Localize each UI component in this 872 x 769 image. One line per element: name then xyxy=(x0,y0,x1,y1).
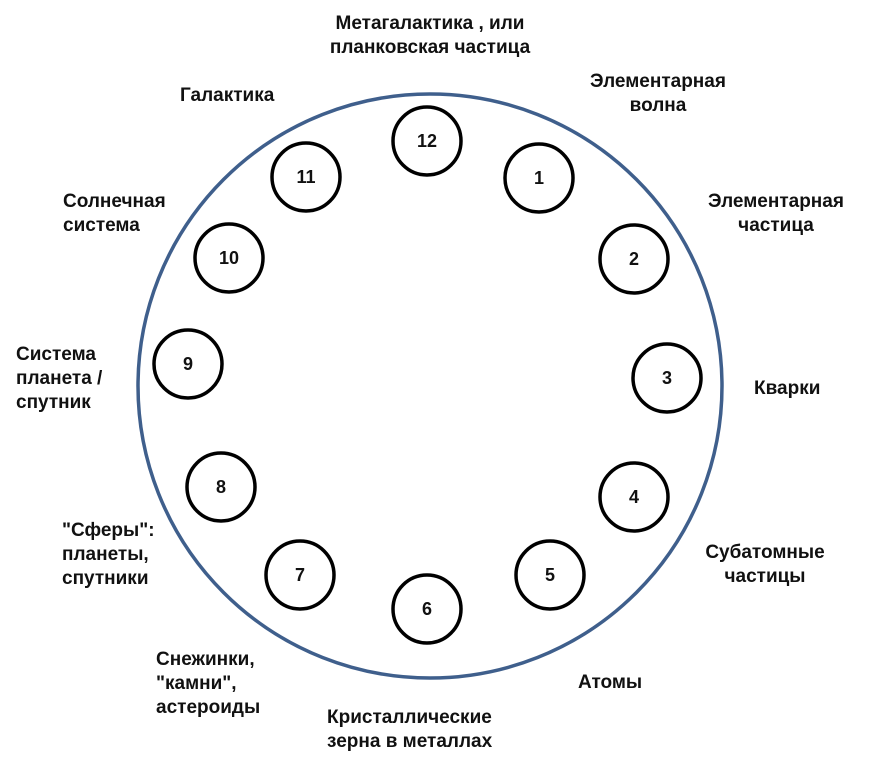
node-11-circle xyxy=(270,141,342,213)
caption-12: Метагалактика , или планковская частица xyxy=(329,13,531,58)
node-1-circle xyxy=(503,142,575,214)
node-12: 12 xyxy=(391,105,463,177)
node-7-number: 7 xyxy=(295,565,305,585)
node-6-number: 6 xyxy=(422,599,432,619)
node-7: 7 xyxy=(264,539,336,611)
node-2-number: 2 xyxy=(629,249,639,269)
outer-ring xyxy=(136,92,724,680)
node-7-circle xyxy=(264,539,336,611)
caption-11: Галактика xyxy=(180,85,275,106)
node-1: 1 xyxy=(503,142,575,214)
node-3-number: 3 xyxy=(662,368,672,388)
node-1-number: 1 xyxy=(534,168,544,188)
node-6-circle xyxy=(391,573,463,645)
caption-7: Снежинки, "камни", астероиды xyxy=(156,649,261,718)
node-9-number: 9 xyxy=(183,354,193,374)
caption-1: Элементарная волна xyxy=(590,71,726,116)
node-3: 3 xyxy=(631,342,703,414)
node-10: 10 xyxy=(193,222,265,294)
node-2-circle xyxy=(598,223,670,295)
node-6: 6 xyxy=(391,573,463,645)
node-8: 8 xyxy=(185,451,257,523)
caption-10: Солнечная система xyxy=(63,191,166,236)
caption-2: Элементарная частица xyxy=(708,191,844,236)
node-8-number: 8 xyxy=(216,477,226,497)
node-5-number: 5 xyxy=(545,565,555,585)
node-3-circle xyxy=(631,342,703,414)
node-9: 9 xyxy=(152,328,224,400)
node-10-circle xyxy=(193,222,265,294)
node-5-circle xyxy=(514,539,586,611)
node-4-number: 4 xyxy=(629,487,639,507)
node-11-number: 11 xyxy=(296,167,315,187)
caption-6: Кристаллические зерна в металлах xyxy=(327,707,493,752)
node-12-circle xyxy=(391,105,463,177)
caption-9: Система планета / спутник xyxy=(16,344,103,413)
node-4: 4 xyxy=(598,461,670,533)
node-4-circle xyxy=(598,461,670,533)
caption-4: Субатомные частицы xyxy=(705,542,825,587)
node-2: 2 xyxy=(598,223,670,295)
node-8-circle xyxy=(185,451,257,523)
node-5: 5 xyxy=(514,539,586,611)
caption-5: Атомы xyxy=(578,672,643,693)
caption-8: "Сферы": планеты, спутники xyxy=(62,520,155,589)
node-11: 11 xyxy=(270,141,342,213)
node-9-circle xyxy=(152,328,224,400)
node-12-number: 12 xyxy=(417,131,437,151)
caption-3: Кварки xyxy=(754,378,821,399)
node-10-number: 10 xyxy=(219,248,239,268)
